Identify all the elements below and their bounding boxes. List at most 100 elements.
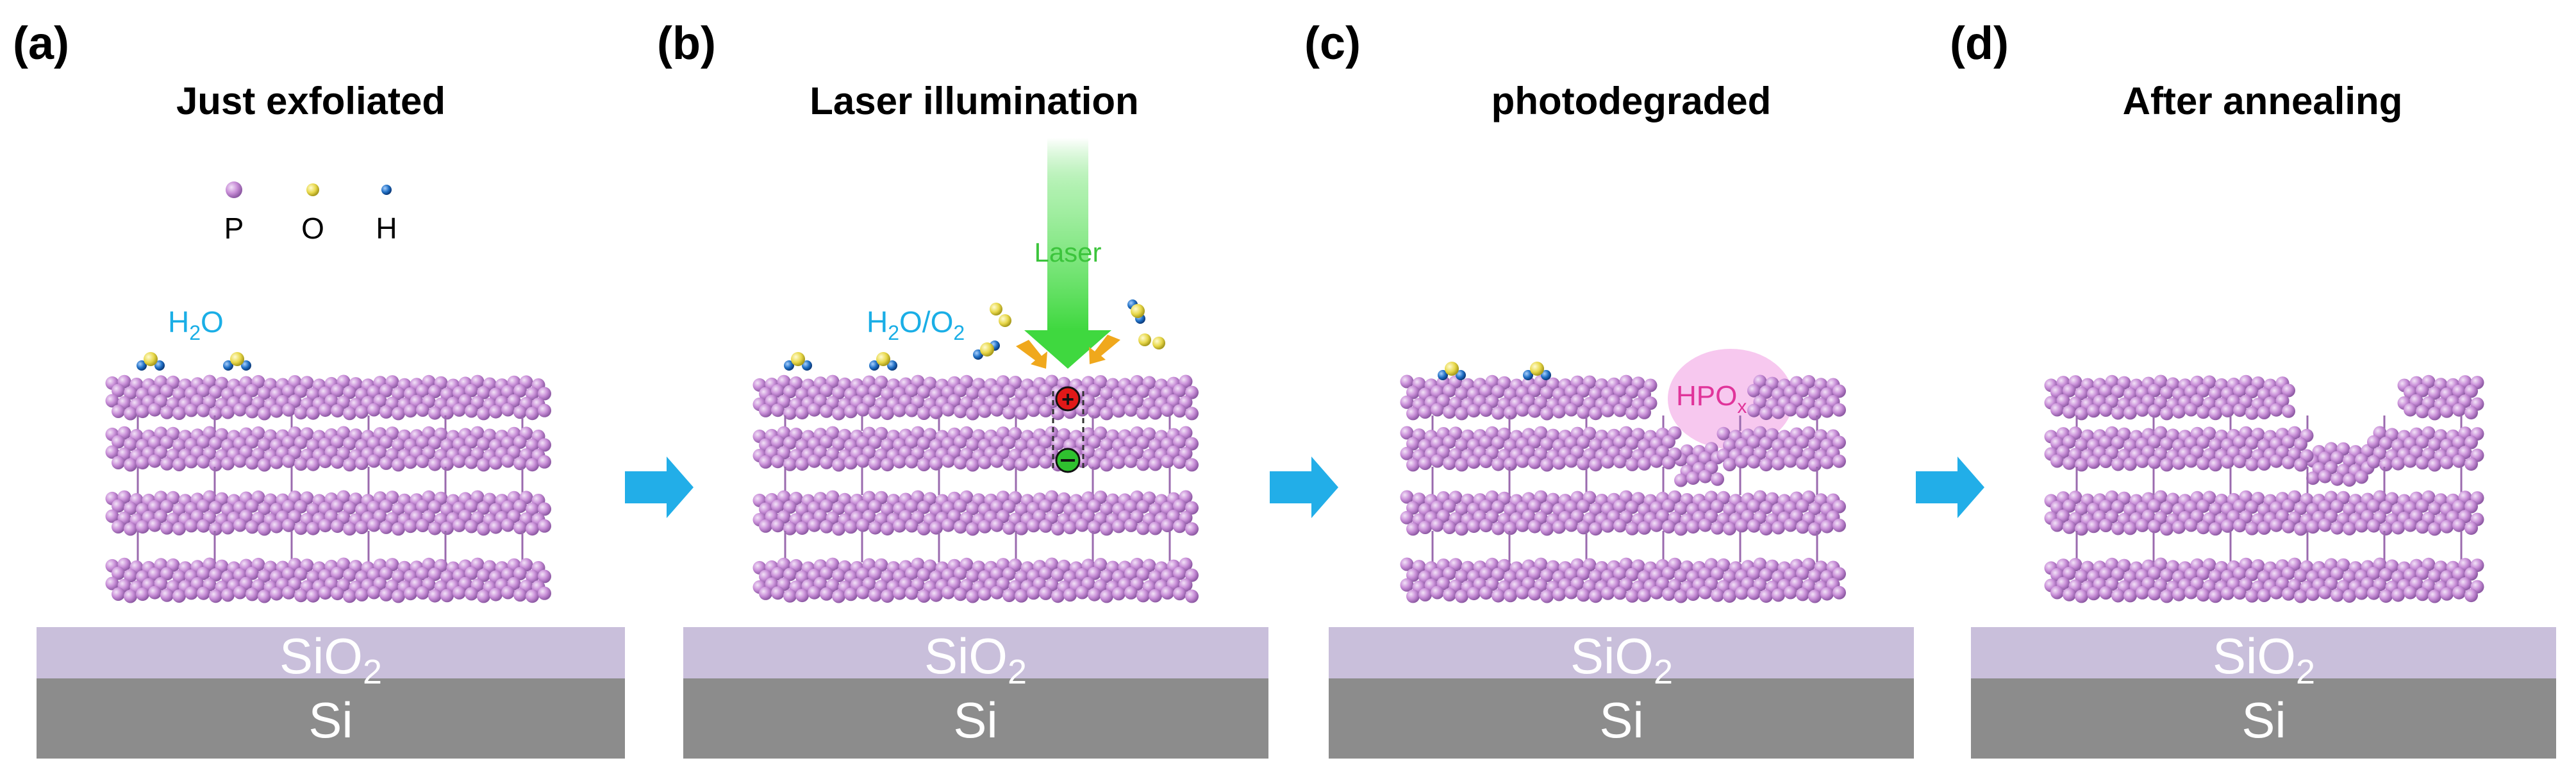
- p-atom: [1100, 502, 1113, 516]
- p-atom: [172, 387, 186, 401]
- p-atom: [2184, 518, 2198, 532]
- p-atom: [2404, 403, 2417, 417]
- p-atom: [1467, 587, 1481, 601]
- p-atom: [2257, 406, 2271, 419]
- p-atom: [428, 521, 442, 535]
- p-atom: [440, 521, 454, 535]
- p-atom: [489, 405, 503, 419]
- p-atom: [2221, 455, 2234, 469]
- p-atom: [1112, 455, 1126, 469]
- p-atom: [1784, 585, 1797, 600]
- p-atom: [990, 403, 1004, 417]
- p-atom: [1100, 438, 1113, 451]
- p-atom: [820, 519, 833, 533]
- p-atom: [1051, 568, 1065, 582]
- p-atom: [1759, 589, 1773, 603]
- p-atom: [1002, 384, 1016, 398]
- p-atom: [820, 499, 833, 513]
- legend-o: O: [301, 212, 324, 245]
- p-atom: [1015, 457, 1028, 471]
- p-atom: [428, 436, 442, 449]
- p-atom: [1552, 405, 1566, 419]
- p-atom: [2160, 437, 2173, 451]
- p-atom: [2075, 502, 2088, 516]
- p-atom: [2197, 457, 2210, 471]
- p-atom: [1015, 406, 1028, 420]
- p-atom: [771, 519, 785, 533]
- p-atom: [1492, 500, 1505, 514]
- p-atom: [2063, 566, 2076, 580]
- p-atom: [820, 404, 833, 418]
- panel-label: (b): [657, 18, 716, 69]
- p-atom: [954, 405, 967, 419]
- p-atom: [1723, 502, 1736, 516]
- p-atom: [1467, 404, 1481, 418]
- p-atom: [771, 435, 785, 449]
- p-atom: [832, 501, 845, 516]
- p-atom: [844, 456, 858, 470]
- p-atom: [1540, 522, 1554, 536]
- p-atom: [1100, 458, 1113, 472]
- p-atom: [893, 403, 906, 417]
- p-atom: [2318, 518, 2332, 532]
- p-atom: [2136, 518, 2149, 532]
- p-atom: [331, 383, 344, 398]
- p-atom: [501, 403, 515, 417]
- p-atom: [2257, 457, 2271, 471]
- p-atom: [2087, 404, 2100, 418]
- p-atom: [2367, 519, 2381, 533]
- p-atom: [2209, 522, 2222, 536]
- p-atom: [2464, 521, 2478, 535]
- p-atom: [526, 569, 539, 584]
- p-atom: [2416, 499, 2429, 513]
- p-atom: [136, 587, 149, 601]
- p-atom: [1808, 501, 1822, 516]
- oxygen-molecule: [1138, 333, 1165, 349]
- p-atom: [1406, 589, 1420, 603]
- p-atom: [759, 519, 772, 533]
- p-atom: [379, 587, 393, 601]
- p-atom: [2197, 566, 2210, 580]
- p-atom: [416, 435, 429, 449]
- p-atom: [1528, 587, 1541, 601]
- p-atom: [331, 455, 344, 469]
- p-atom: [1124, 454, 1138, 468]
- p-atom: [319, 519, 332, 533]
- p-atom: [1674, 589, 1688, 603]
- p-atom: [379, 405, 393, 419]
- p-atom: [392, 502, 405, 516]
- p-atom: [990, 567, 1004, 581]
- p-atom: [258, 569, 271, 583]
- p-atom: [112, 566, 125, 580]
- p-atom: [1088, 499, 1101, 513]
- p-atom: [1711, 500, 1724, 514]
- p-atom: [1161, 586, 1174, 600]
- p-atom: [844, 405, 858, 419]
- p-atom: [1504, 589, 1517, 603]
- sio2-label: SiO2: [924, 628, 1027, 691]
- p-atom: [465, 519, 478, 533]
- p-atom: [477, 568, 490, 582]
- p-atom: [331, 435, 344, 449]
- p-atom: [501, 518, 515, 532]
- p-atom: [294, 589, 308, 603]
- p-atom: [1455, 569, 1468, 584]
- p-atom: [1406, 385, 1420, 399]
- p-atom: [2464, 384, 2478, 398]
- p-atom: [1479, 500, 1493, 514]
- p-atom: [2367, 566, 2381, 580]
- p-atom: [1723, 438, 1736, 452]
- p-atom: [306, 503, 320, 517]
- p-atom: [1455, 502, 1468, 516]
- substrate: SiO2 Si: [1971, 627, 2556, 759]
- sio2-layer: [37, 627, 625, 678]
- p-atom: [112, 435, 125, 449]
- water-molecule: [973, 340, 1000, 360]
- svg-text:+: +: [1061, 387, 1074, 412]
- p-atom: [917, 500, 931, 514]
- p-atom: [465, 404, 478, 418]
- p-atom: [1173, 587, 1186, 601]
- p-atom: [1759, 522, 1773, 536]
- p-atom: [2367, 435, 2381, 449]
